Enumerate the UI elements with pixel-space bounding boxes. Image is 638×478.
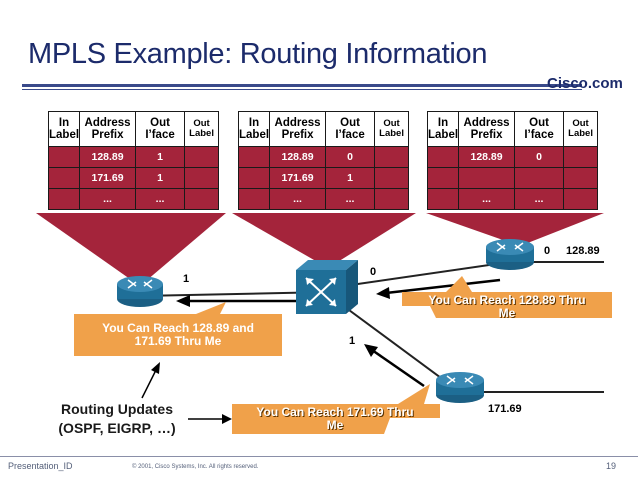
- footer-page-number: 19: [605, 461, 616, 471]
- switch-center-icon: [296, 260, 358, 314]
- footer-presentation-id: Presentation_ID: [8, 461, 73, 471]
- footer-rule: [0, 456, 638, 457]
- center-top-iface-label: 0: [370, 266, 377, 278]
- page-title: MPLS Example: Routing Information: [28, 38, 488, 70]
- title-rule: [22, 84, 582, 87]
- title-rule-thin: [22, 89, 582, 90]
- funnel-center: [232, 213, 416, 268]
- left-iface-label: 1: [183, 273, 190, 285]
- table-row: [426, 167, 599, 189]
- arrow-center-to-left: [176, 295, 298, 307]
- arrow-right-to-center: [376, 278, 501, 299]
- arrow-bottom-to-center: [364, 344, 425, 388]
- arrow-updates-to-bottom-callout: [188, 414, 232, 424]
- funnel-left: [36, 213, 226, 286]
- table-row: ......: [47, 188, 220, 210]
- link-center-bottom: [329, 295, 461, 393]
- routing-updates-label: Routing Updates(OSPF, EIGRP, …): [58, 401, 176, 436]
- router-right-icon: [486, 239, 534, 270]
- callout-bottom-box: [232, 384, 440, 434]
- router-left-icon: [117, 276, 163, 307]
- footer-copyright: © 2001, Cisco Systems, Inc. All rights r…: [132, 464, 259, 470]
- funnel-right: [426, 213, 604, 246]
- cisco-logo: Cisco.com: [547, 75, 623, 92]
- router-bottom-icon: [436, 372, 484, 403]
- right-iface-label: 0: [544, 245, 551, 257]
- callout-top-right-box: [402, 276, 612, 318]
- link-center-right: [329, 261, 511, 289]
- arrow-updates-to-callout: [141, 362, 160, 399]
- right-prefix-label: 128.89: [566, 245, 600, 257]
- bottom-prefix-label: 171.69: [488, 403, 522, 415]
- table-row: ......: [237, 188, 410, 210]
- callout-left-box: [74, 302, 282, 356]
- table-row: ......: [426, 188, 599, 210]
- center-lower-iface-label: 1: [349, 335, 356, 347]
